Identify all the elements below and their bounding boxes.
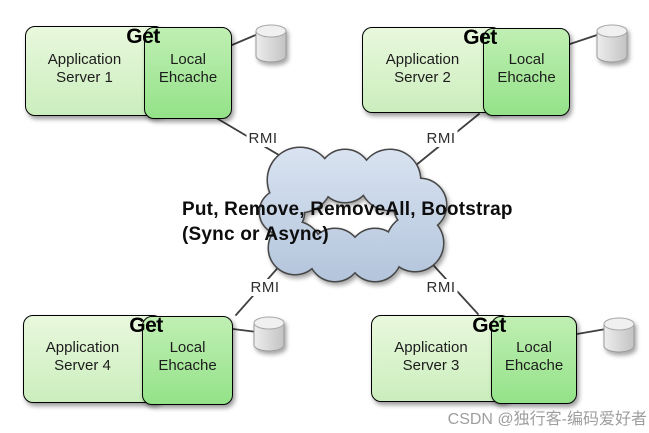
application-server-3-label: Application Server 3 <box>394 339 468 374</box>
application-server-4-box <box>23 315 163 403</box>
db-link-line-1 <box>231 33 259 46</box>
db-link-line-3 <box>576 328 607 335</box>
application-server-2-label: Application Server 2 <box>385 51 460 86</box>
database-cylinder-icon <box>603 317 635 353</box>
local-ehcache-label-4: Local Ehcache <box>158 339 217 374</box>
application-server-1-box <box>25 26 165 116</box>
local-ehcache-box-4 <box>142 316 233 405</box>
network-cloud-icon <box>258 146 448 283</box>
rmi-label-bottom-right: RMI <box>424 279 458 296</box>
application-server-1-label: Application Server 1 <box>47 51 122 86</box>
get-label-3: Get <box>472 314 506 337</box>
watermark: CSDN @独行客-编码爱好者 <box>447 411 647 428</box>
cloud-operations-label: Put, Remove, RemoveAll, Bootstrap (Sync … <box>182 199 513 245</box>
database-cylinder-icon <box>255 24 287 63</box>
db-link-line-4 <box>232 328 258 333</box>
get-label-4: Get <box>129 314 163 337</box>
rmi-label-bottom-left: RMI <box>248 279 282 296</box>
database-cylinder-icon <box>596 24 628 63</box>
application-server-4-label: Application Server 4 <box>45 339 120 374</box>
application-server-2-box <box>362 27 502 113</box>
local-ehcache-label-1: Local Ehcache <box>158 51 218 86</box>
database-cylinder-icon <box>253 316 285 352</box>
local-ehcache-label-2: Local Ehcache <box>497 51 556 86</box>
db-link-line-2 <box>569 34 598 45</box>
get-label-2: Get <box>463 26 497 49</box>
local-ehcache-box-1 <box>144 27 232 119</box>
rmi-label-top-left: RMI <box>246 130 280 147</box>
local-ehcache-box-3 <box>491 316 577 404</box>
application-server-3-box <box>371 315 511 402</box>
rmi-label-top-right: RMI <box>424 130 458 147</box>
local-ehcache-label-3: Local Ehcache <box>504 339 564 374</box>
get-label-1: Get <box>126 25 160 48</box>
local-ehcache-box-2 <box>483 28 570 116</box>
